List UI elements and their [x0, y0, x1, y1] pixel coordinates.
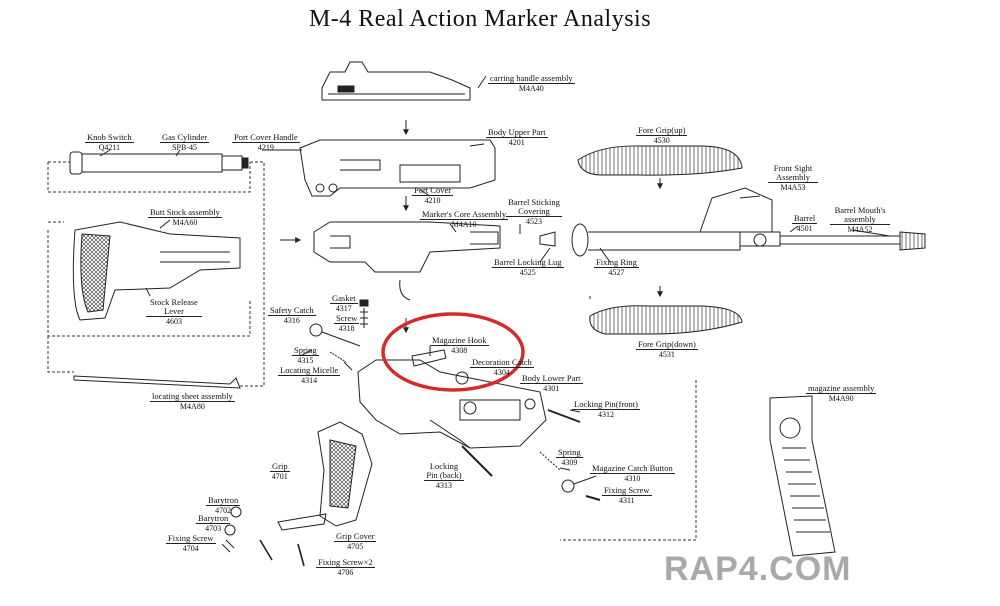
fore-grip-down-drawing	[589, 305, 743, 335]
diagram-title: M-4 Real Action Marker Analysis	[308, 6, 652, 32]
locating-sheet-drawing	[73, 375, 241, 389]
markers-core-drawing	[313, 221, 501, 301]
gasket-screw-drawing	[359, 299, 369, 328]
grip-drawing	[317, 421, 373, 527]
barrel-drawing	[539, 187, 926, 257]
butt-stock-drawing	[72, 221, 241, 321]
label-locking-pin-back: Locking Pin (back)4313	[424, 462, 464, 490]
magazine-hook-highlight	[381, 312, 525, 392]
fore-grip-up-drawing	[577, 145, 743, 176]
carrying-handle-drawing	[321, 61, 471, 101]
body-upper-drawing	[299, 139, 496, 197]
body-lower-drawing	[357, 359, 547, 449]
label-fore-grip-up: Fore Grip(up)4530	[636, 125, 688, 145]
small-parts-drawing	[461, 409, 601, 501]
magazine-drawing	[769, 395, 836, 557]
magazine-hook-drawing	[411, 349, 447, 367]
safety-catch-drawing	[309, 323, 361, 371]
label-fore-grip-down: Fore Grip(down)4531	[636, 339, 698, 359]
label-locking-pin-front: Locking Pin(front)4312	[572, 399, 640, 419]
gas-cylinder-drawing	[69, 151, 249, 175]
rap4-watermark: RAP4.COM	[664, 550, 852, 588]
grip-cover-drawing	[221, 506, 327, 567]
